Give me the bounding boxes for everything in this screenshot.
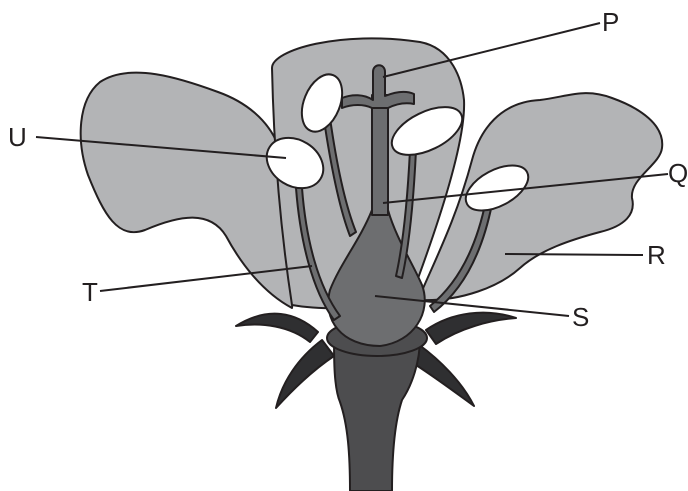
sepal-left-bottom	[276, 340, 334, 408]
label-q: Q	[668, 158, 688, 188]
label-p: P	[602, 7, 619, 37]
sepal-left-top	[236, 314, 318, 342]
label-t: T	[82, 277, 98, 307]
sepal-right-top	[426, 313, 516, 344]
label-r: R	[647, 240, 666, 270]
style	[372, 95, 388, 215]
label-s: S	[572, 302, 589, 332]
flower-stalk	[334, 338, 420, 491]
label-u: U	[8, 122, 27, 152]
leader-line-r	[505, 254, 643, 255]
